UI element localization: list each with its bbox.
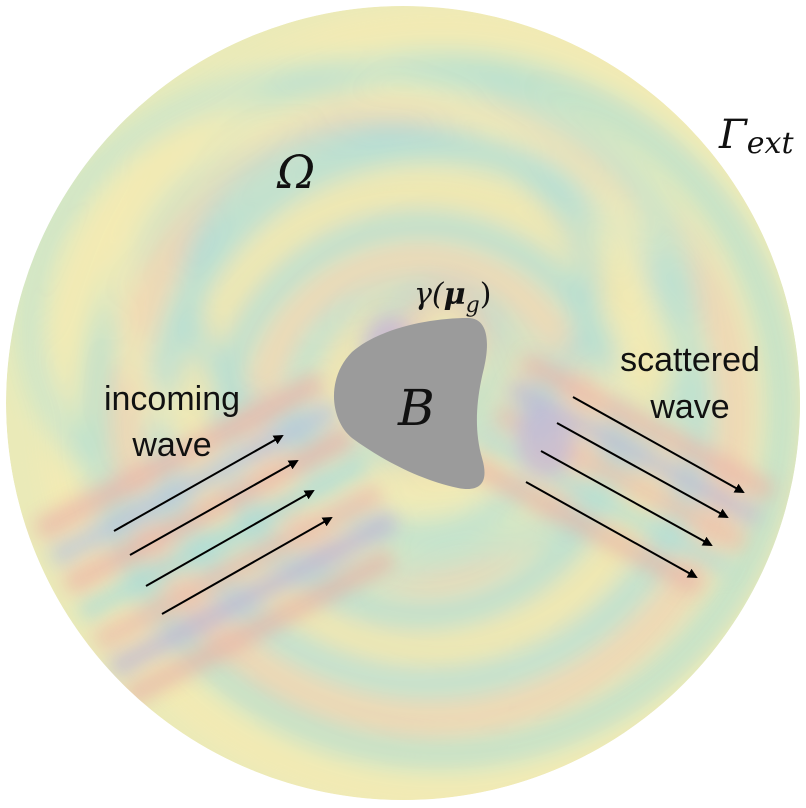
body-label: B	[397, 379, 435, 437]
incoming-arrows	[113, 435, 333, 615]
computational-domain-disk	[6, 6, 800, 800]
scattered-arrows	[525, 396, 745, 578]
domain-label: Ω	[276, 145, 315, 199]
boundary-label-sub: ext	[747, 126, 795, 161]
interface-close: )	[480, 277, 492, 312]
scattered-arrow-1	[572, 396, 745, 493]
scattered-label-line1: scattered	[620, 341, 760, 379]
interface-gamma: γ(	[414, 277, 445, 312]
incoming-label-line2: wave	[131, 426, 211, 464]
incoming-arrow-4	[161, 517, 333, 615]
incoming-arrow-2	[129, 460, 299, 556]
incoming-arrow-1	[113, 435, 284, 532]
boundary-label: Γext	[718, 112, 794, 161]
incoming-label-line1: incoming	[104, 380, 240, 418]
interface-mu: μ	[444, 277, 466, 312]
incoming-wave-field	[32, 371, 400, 707]
scattered-wave-field	[364, 316, 777, 595]
incoming-arrow-3	[145, 490, 315, 587]
interface-sub: g	[466, 293, 480, 318]
scatterer-body	[333, 318, 487, 490]
scattered-arrow-3	[540, 450, 713, 546]
boundary-label-main: Γ	[718, 112, 748, 158]
scattered-arrow-4	[525, 481, 698, 578]
scattered-arrow-2	[556, 422, 729, 518]
interface-label: γ(μg)	[414, 277, 491, 318]
scattered-label-line2: wave	[649, 388, 729, 426]
